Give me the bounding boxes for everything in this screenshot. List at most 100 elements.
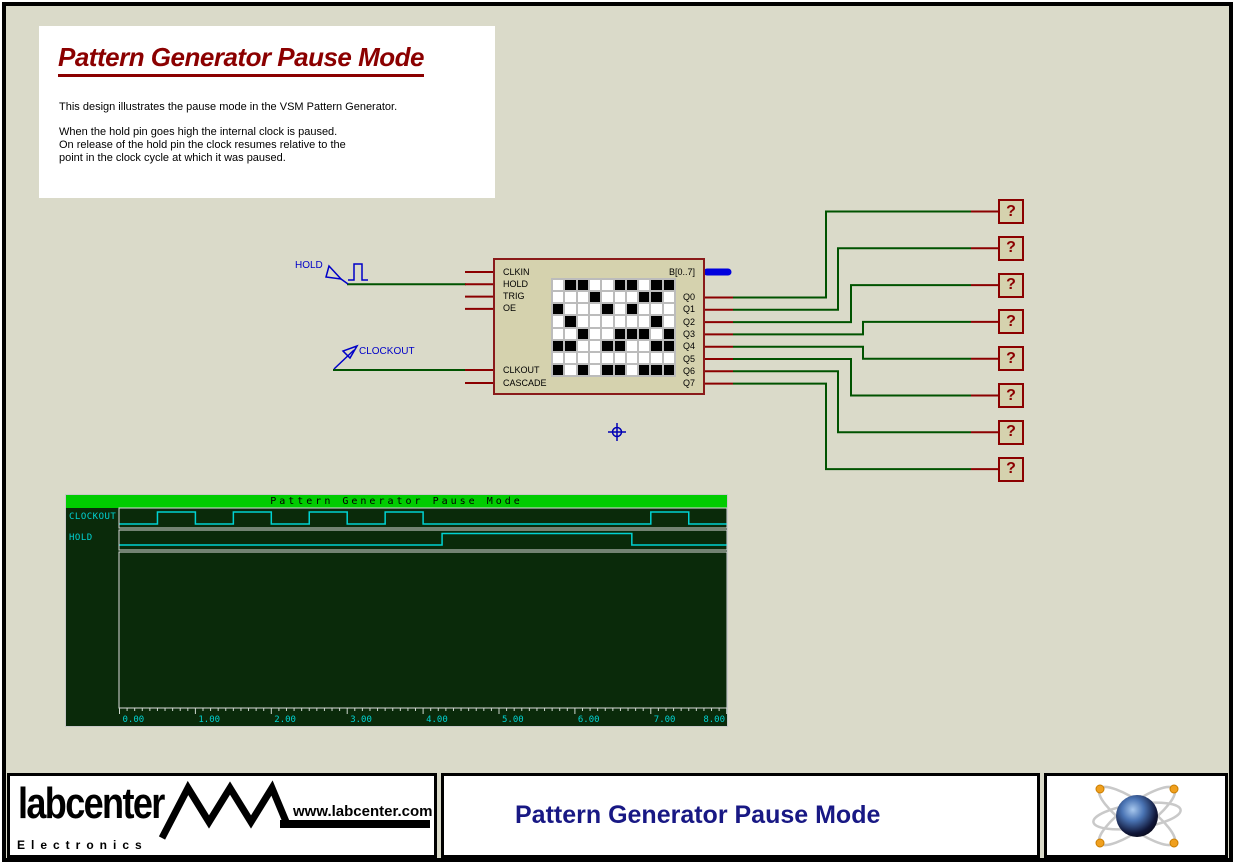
grid-cell[interactable] bbox=[602, 316, 613, 327]
grid-cell[interactable] bbox=[589, 352, 601, 363]
grid-cell[interactable] bbox=[626, 328, 638, 339]
grid-cell[interactable] bbox=[577, 364, 588, 375]
graph-window[interactable]: Pattern Generator Pause Mode CLOCKOUT HO… bbox=[65, 494, 728, 727]
grid-cell[interactable] bbox=[663, 340, 674, 351]
grid-cell[interactable] bbox=[589, 280, 601, 291]
pattern-grid[interactable] bbox=[551, 278, 676, 377]
grid-cell[interactable] bbox=[626, 316, 638, 327]
grid-cell[interactable] bbox=[639, 328, 650, 339]
grid-cell[interactable] bbox=[651, 316, 662, 327]
grid-cell[interactable] bbox=[626, 304, 638, 315]
probe-box-4[interactable]: ? bbox=[998, 346, 1024, 372]
design-notes-box[interactable]: Pattern Generator Pause Mode This design… bbox=[39, 26, 495, 198]
grid-cell[interactable] bbox=[589, 304, 601, 315]
probe-box-7[interactable]: ? bbox=[998, 456, 1024, 482]
grid-cell[interactable] bbox=[614, 316, 625, 327]
grid-cell[interactable] bbox=[589, 364, 601, 375]
grid-cell[interactable] bbox=[577, 352, 588, 363]
grid-cell[interactable] bbox=[663, 280, 674, 291]
grid-cell[interactable] bbox=[577, 292, 588, 303]
grid-cell[interactable] bbox=[602, 340, 613, 351]
grid-cell[interactable] bbox=[577, 304, 588, 315]
probe-box-1[interactable]: ? bbox=[998, 235, 1024, 261]
voltage-probe-arrow-icon[interactable] bbox=[333, 344, 359, 370]
grid-cell[interactable] bbox=[565, 364, 576, 375]
grid-cell[interactable] bbox=[651, 304, 662, 315]
grid-cell[interactable] bbox=[577, 340, 588, 351]
grid-cell[interactable] bbox=[626, 364, 638, 375]
grid-cell[interactable] bbox=[589, 340, 601, 351]
green-wires[interactable] bbox=[333, 210, 971, 471]
grid-cell[interactable] bbox=[651, 364, 662, 375]
grid-cell[interactable] bbox=[639, 352, 650, 363]
grid-cell[interactable] bbox=[565, 304, 576, 315]
grid-cell[interactable] bbox=[602, 280, 613, 291]
grid-cell[interactable] bbox=[651, 280, 662, 291]
grid-cell[interactable] bbox=[589, 292, 601, 303]
grid-cell[interactable] bbox=[602, 364, 613, 375]
grid-cell[interactable] bbox=[614, 280, 625, 291]
grid-cell[interactable] bbox=[553, 304, 564, 315]
grid-cell[interactable] bbox=[565, 340, 576, 351]
probe-box-0[interactable]: ? bbox=[998, 199, 1024, 224]
grid-cell[interactable] bbox=[602, 292, 613, 303]
grid-cell[interactable] bbox=[565, 280, 576, 291]
grid-cell[interactable] bbox=[577, 316, 588, 327]
grid-cell[interactable] bbox=[663, 304, 674, 315]
grid-cell[interactable] bbox=[553, 280, 564, 291]
grid-cell[interactable] bbox=[663, 364, 674, 375]
probe-box-2[interactable]: ? bbox=[998, 272, 1024, 298]
grid-cell[interactable] bbox=[553, 364, 564, 375]
grid-cell[interactable] bbox=[663, 316, 674, 327]
grid-cell[interactable] bbox=[577, 280, 588, 291]
grid-cell[interactable] bbox=[614, 328, 625, 339]
grid-cell[interactable] bbox=[639, 316, 650, 327]
clockout-net-label[interactable]: CLOCKOUT bbox=[359, 346, 415, 357]
grid-cell[interactable] bbox=[565, 316, 576, 327]
grid-cell[interactable] bbox=[626, 292, 638, 303]
hold-net-label[interactable]: HOLD bbox=[295, 260, 323, 271]
grid-cell[interactable] bbox=[553, 292, 564, 303]
grid-cell[interactable] bbox=[553, 352, 564, 363]
grid-cell[interactable] bbox=[614, 292, 625, 303]
grid-cell[interactable] bbox=[639, 292, 650, 303]
grid-cell[interactable] bbox=[651, 352, 662, 363]
grid-cell[interactable] bbox=[614, 364, 625, 375]
grid-cell[interactable] bbox=[589, 316, 601, 327]
grid-cell[interactable] bbox=[602, 328, 613, 339]
grid-cell[interactable] bbox=[626, 352, 638, 363]
grid-cell[interactable] bbox=[663, 328, 674, 339]
grid-cell[interactable] bbox=[614, 340, 625, 351]
grid-cell[interactable] bbox=[614, 304, 625, 315]
grid-cell[interactable] bbox=[553, 340, 564, 351]
grid-cell[interactable] bbox=[651, 328, 662, 339]
grid-cell[interactable] bbox=[565, 352, 576, 363]
grid-cell[interactable] bbox=[651, 292, 662, 303]
grid-cell[interactable] bbox=[602, 352, 613, 363]
grid-cell[interactable] bbox=[639, 304, 650, 315]
grid-cell[interactable] bbox=[577, 328, 588, 339]
probe-box-6[interactable]: ? bbox=[998, 419, 1024, 445]
grid-cell[interactable] bbox=[663, 352, 674, 363]
grid-cell[interactable] bbox=[626, 340, 638, 351]
grid-cell[interactable] bbox=[614, 352, 625, 363]
grid-cell[interactable] bbox=[565, 328, 576, 339]
grid-cell[interactable] bbox=[639, 280, 650, 291]
x-tick-label: 6.00 bbox=[578, 715, 600, 725]
grid-cell[interactable] bbox=[589, 328, 601, 339]
probe-box-5[interactable]: ? bbox=[998, 383, 1024, 408]
grid-cell[interactable] bbox=[651, 340, 662, 351]
grid-cell[interactable] bbox=[663, 292, 674, 303]
grid-cell[interactable] bbox=[553, 316, 564, 327]
probe-box-3[interactable]: ? bbox=[998, 309, 1024, 335]
grid-cell[interactable] bbox=[626, 280, 638, 291]
grid-cell[interactable] bbox=[639, 340, 650, 351]
grid-cell[interactable] bbox=[553, 328, 564, 339]
grid-cell[interactable] bbox=[565, 292, 576, 303]
grid-cell[interactable] bbox=[639, 364, 650, 375]
hold-generator-icon[interactable] bbox=[325, 263, 368, 285]
grid-cell[interactable] bbox=[602, 304, 613, 315]
